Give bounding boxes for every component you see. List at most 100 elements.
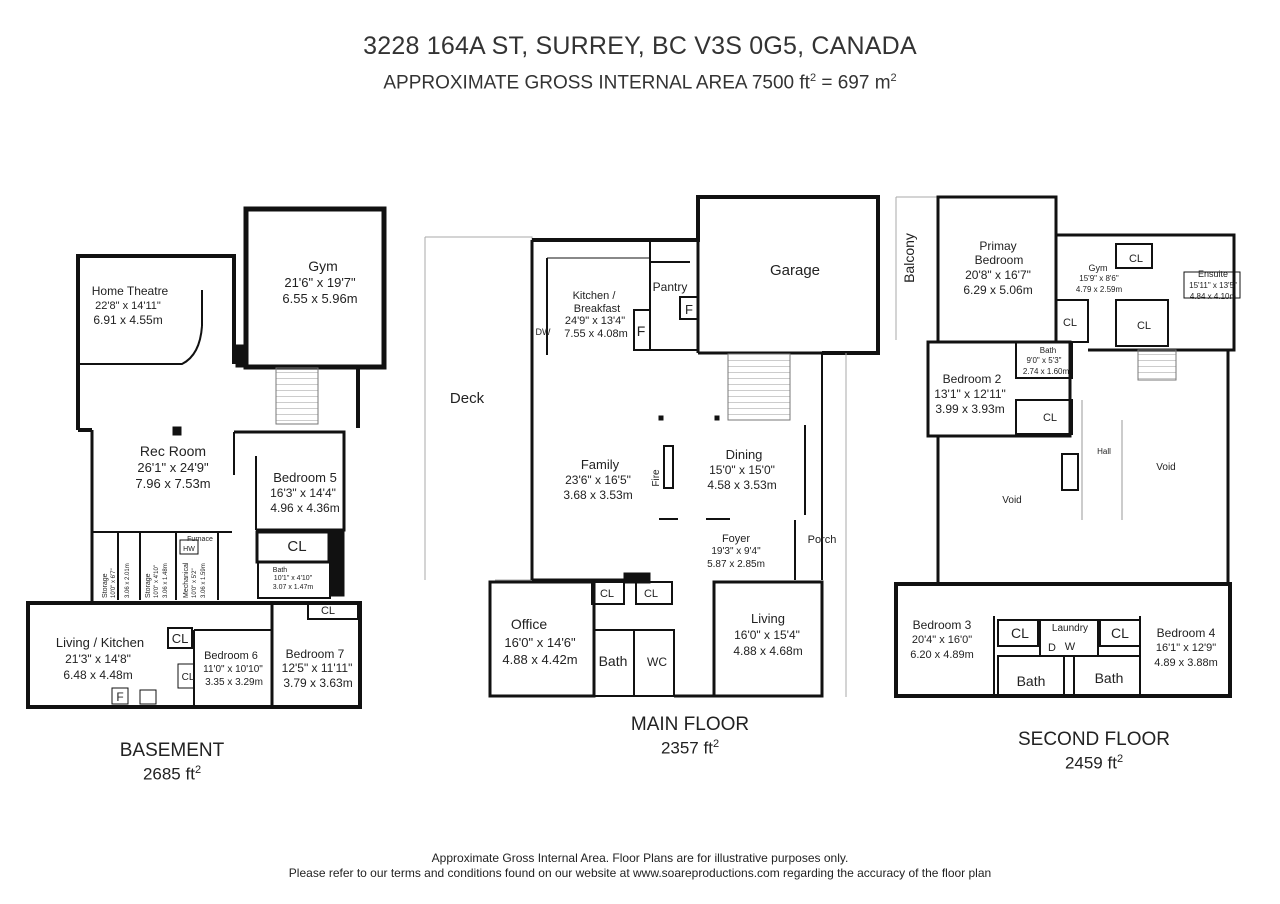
- basement-bath-name: Bath: [273, 567, 288, 574]
- washer-label: W: [1065, 641, 1076, 653]
- porch-label: Porch: [808, 534, 837, 546]
- basement-labels: Home Theatre 22'8" x 14'11" 6.91 x 4.55m…: [56, 258, 358, 704]
- second-floor-area: 2459 ft2: [964, 753, 1224, 774]
- bedroom2-metric: 3.99 x 3.93m: [935, 402, 1004, 416]
- storage2-name: Storage: [145, 573, 152, 598]
- second-gym-name: Gym: [1089, 263, 1108, 273]
- second-floor-plan: [894, 195, 1241, 698]
- mechanical-name: Mechanical: [183, 562, 190, 598]
- storage1-name: Storage: [102, 573, 109, 598]
- second-cl-c: CL: [1063, 317, 1077, 329]
- second-cl-e: CL: [1011, 625, 1029, 641]
- bedroom5-name: Bedroom 5: [273, 470, 337, 485]
- storage2-metric: 3.06 x 1.48m: [163, 563, 169, 598]
- bedroom2-name: Bedroom 2: [943, 372, 1002, 386]
- bedroom7-imperial: 12'5" x 11'11": [282, 661, 353, 675]
- second-bath-small-imperial: 9'0" x 5'3": [1027, 356, 1062, 365]
- void2-label: Void: [1156, 462, 1175, 473]
- basement-cl3: CL: [321, 605, 335, 617]
- void1-label: Void: [1002, 495, 1021, 506]
- basement-floor-area: 2685 ft2: [42, 764, 302, 785]
- primary-metric: 6.29 x 5.06m: [963, 283, 1032, 297]
- bedroom5-imperial: 16'3" x 14'4": [270, 486, 336, 500]
- main-floor-label: MAIN FLOOR: [630, 714, 750, 735]
- kitchen-name-1: Kitchen /: [573, 290, 617, 302]
- bedroom6-metric: 3.35 x 3.29m: [205, 677, 263, 688]
- basement-cl1: CL: [172, 631, 189, 646]
- basement-cl2: CL: [182, 672, 195, 683]
- basement-area-value: 2685 ft: [142, 764, 195, 784]
- basement-gym-metric: 6.55 x 5.96m: [282, 291, 357, 306]
- bedroom3-name: Bedroom 3: [913, 618, 972, 632]
- storage1-metric: 3.06 x 2.01m: [125, 563, 131, 598]
- office-imperial: 16'0" x 14'6": [504, 635, 576, 650]
- family-metric: 3.68 x 3.53m: [563, 488, 632, 502]
- second-floor-labels: Balcony Primay Bedroom 20'8" x 16'7" 6.2…: [901, 233, 1237, 689]
- laundry-label: Laundry: [1052, 623, 1088, 634]
- dishwasher-label: DW: [536, 327, 551, 337]
- area-metric-text: = 697 m: [816, 72, 891, 94]
- hall-label: Hall: [1097, 447, 1111, 456]
- main-floor-plan: [424, 195, 880, 698]
- dining-name: Dining: [726, 447, 763, 462]
- second-cl-a: CL: [1129, 253, 1143, 265]
- main-fridge-2: F: [685, 302, 693, 317]
- hw-label: HW: [183, 546, 195, 553]
- basement-bath-metric: 3.07 x 1.47m: [273, 584, 314, 591]
- storage1-imperial: 10'0" x 6'7": [111, 568, 117, 598]
- rec-room-imperial: 26'1" x 24'9": [137, 460, 209, 475]
- ensuite-metric: 4.84 x 4.10m: [1190, 292, 1237, 301]
- bedroom4-imperial: 16'1" x 12'9": [1156, 642, 1216, 654]
- dining-imperial: 15'0" x 15'0": [709, 463, 775, 477]
- basement-gym-name: Gym: [308, 258, 338, 274]
- main-cl1: CL: [600, 588, 614, 600]
- area-sq-superscript: 2: [890, 72, 897, 84]
- second-cl-f: CL: [1111, 625, 1129, 641]
- primary-name-2: Bedroom: [975, 253, 1024, 267]
- rec-room-name: Rec Room: [140, 443, 206, 459]
- living-kitchen-metric: 6.48 x 4.48m: [63, 668, 132, 682]
- kitchen-metric: 7.55 x 4.08m: [564, 328, 628, 340]
- bedroom2-imperial: 13'1" x 12'11": [934, 387, 1006, 401]
- kitchen-imperial: 24'9" x 13'4": [565, 315, 625, 327]
- foyer-imperial: 19'3" x 9'4": [711, 546, 761, 557]
- primary-name-1: Primay: [979, 239, 1016, 253]
- basement-plan: [26, 206, 387, 709]
- main-floor-labels: Deck Garage Kitchen / Breakfast 24'9" x …: [450, 262, 836, 669]
- second-gym-imperial: 15'9" x 8'6": [1079, 274, 1119, 283]
- pantry-label: Pantry: [653, 280, 688, 294]
- home-theatre-name: Home Theatre: [92, 284, 169, 298]
- home-theatre-imperial: 22'8" x 14'11": [95, 300, 161, 312]
- bedroom4-metric: 4.89 x 3.88m: [1154, 657, 1218, 669]
- main-fridge-1: F: [637, 323, 646, 339]
- foyer-metric: 5.87 x 2.85m: [707, 559, 765, 570]
- fireplace-label: Fire: [651, 469, 662, 487]
- area-imperial-text: APPROXIMATE GROSS INTERNAL AREA 7500 ft: [383, 72, 810, 94]
- mechanical-metric: 3.06 x 1.59m: [201, 563, 207, 598]
- second-area-value: 2459 ft: [1064, 753, 1117, 773]
- office-metric: 4.88 x 4.42m: [502, 652, 577, 667]
- main-floor-area: 2357 ft2: [560, 738, 820, 759]
- bedroom7-name: Bedroom 7: [286, 647, 345, 661]
- bedroom4-name: Bedroom 4: [1157, 626, 1216, 640]
- ensuite-imperial: 15'11" x 13'5": [1189, 281, 1237, 290]
- rec-room-metric: 7.96 x 7.53m: [135, 476, 210, 491]
- area-sq-superscript: 2: [712, 738, 720, 750]
- deck-label: Deck: [450, 390, 485, 407]
- second-bath-small-name: Bath: [1040, 346, 1056, 355]
- office-name: Office: [511, 616, 548, 632]
- family-name: Family: [581, 457, 620, 472]
- bedroom3-imperial: 20'4" x 16'0": [912, 634, 972, 646]
- second-gym-metric: 4.79 x 2.59m: [1076, 285, 1123, 294]
- disclaimer-line-2: Please refer to our terms and conditions…: [288, 866, 992, 880]
- area-sq-superscript: 2: [809, 72, 817, 84]
- area-sq-superscript: 2: [194, 764, 202, 776]
- home-theatre-metric: 6.91 x 4.55m: [93, 313, 162, 327]
- gross-area-subtitle: APPROXIMATE GROSS INTERNAL AREA 7500 ft2…: [0, 72, 1280, 94]
- living-kitchen-name: Living / Kitchen: [56, 635, 144, 650]
- basement-gym-imperial: 21'6" x 19'7": [284, 275, 356, 290]
- main-living-name: Living: [751, 611, 785, 626]
- second-bath1-label: Bath: [1017, 673, 1046, 689]
- basement-floor-label: BASEMENT: [119, 740, 225, 761]
